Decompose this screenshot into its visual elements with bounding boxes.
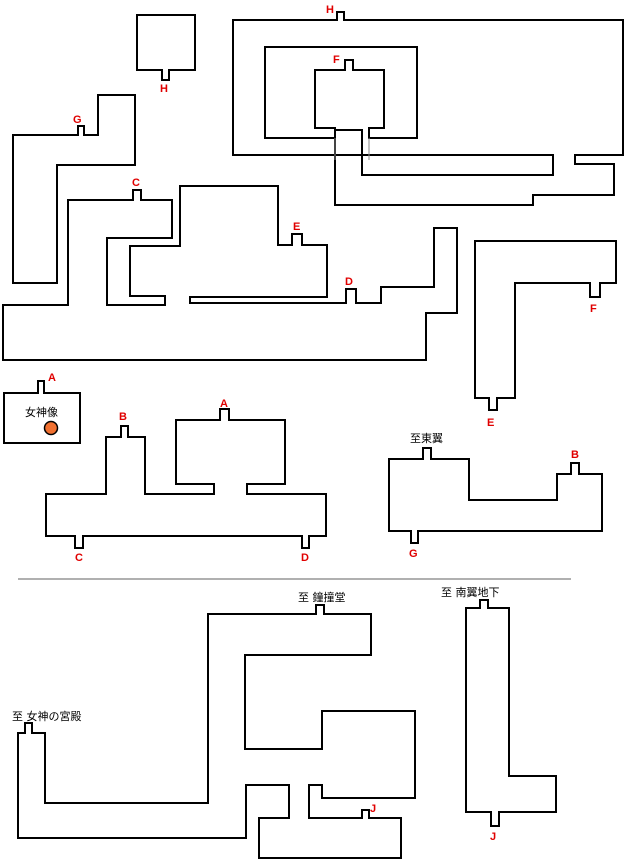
marker-b-middle: B: [119, 411, 127, 423]
maze-central: [2, 185, 458, 361]
to-goddess-palace-label: 至 女神の宮殿: [12, 709, 82, 723]
marker-e-top: E: [293, 221, 300, 233]
maze-bottom: [17, 604, 416, 859]
marker-d-middle: D: [301, 552, 309, 564]
structure-middle: [45, 408, 327, 549]
statue-label: 女神像: [25, 405, 58, 419]
marker-h-ring: H: [326, 4, 334, 16]
marker-h-small: H: [160, 83, 168, 95]
marker-c-top: C: [132, 177, 140, 189]
corridor-g: [12, 94, 136, 284]
ring-inner: [264, 46, 418, 139]
ring-outer: [232, 11, 624, 206]
marker-a-middle: A: [220, 398, 228, 410]
marker-a-statue: A: [48, 372, 56, 384]
marker-b-east: B: [571, 449, 579, 461]
marker-d-top: D: [345, 276, 353, 288]
marker-g-east: G: [409, 548, 418, 560]
marker-j-maze: J: [370, 803, 376, 815]
statue-room: [3, 380, 81, 444]
to-bell-tower-label: 至 鐘撞堂: [298, 590, 346, 604]
goddess-statue-icon[interactable]: [43, 420, 59, 436]
marker-f-ring: F: [333, 54, 340, 66]
to-south-wing-basement-label: 至 南翼地下: [441, 586, 500, 599]
marker-j-south: J: [490, 831, 496, 843]
corridor-fe: [474, 240, 617, 411]
room-east-wing: [388, 447, 603, 544]
marker-f-bottom: F: [590, 303, 597, 315]
marker-g-top: G: [73, 114, 82, 126]
room-h-small: [136, 14, 196, 81]
marker-c-middle: C: [75, 552, 83, 564]
marker-e-bottom: E: [487, 417, 494, 429]
corridor-south-wing: [465, 599, 557, 827]
to-east-wing-label: 至東翼: [410, 432, 443, 445]
